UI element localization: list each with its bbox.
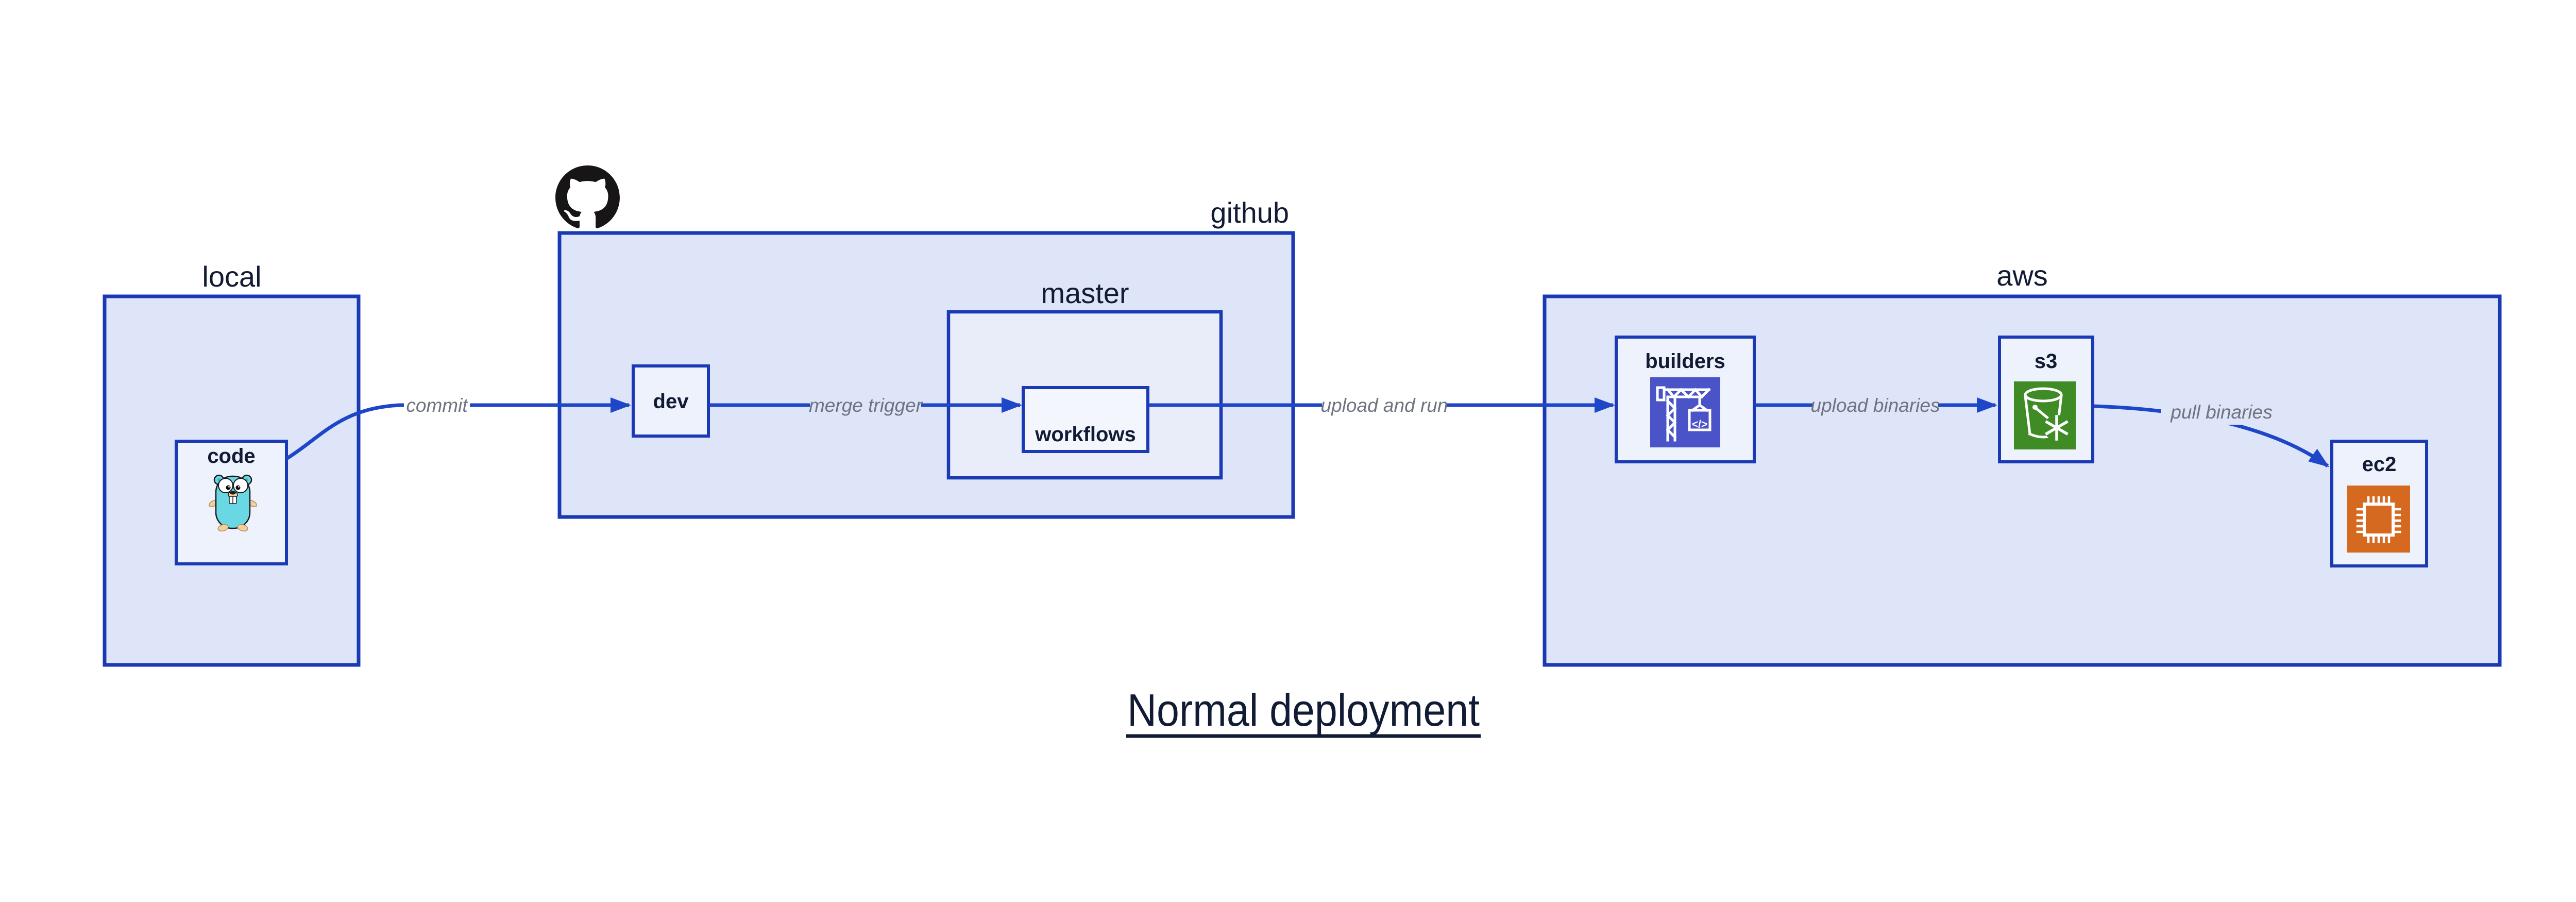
upload-and-run-edge-label: upload and run — [1321, 395, 1448, 416]
workflows-node-box — [1022, 386, 1149, 453]
pull-binaries-edge-label: pull binaries — [2170, 402, 2272, 423]
pull-binaries-label-bg — [2161, 396, 2282, 425]
edge-commit — [285, 397, 631, 460]
github-container-label: github — [1210, 196, 1289, 229]
s3-node-label: s3 — [2035, 350, 2058, 373]
s3-bucket-snowflake-icon — [2014, 381, 2076, 449]
codebuild-crane-icon: </> — [1650, 377, 1720, 447]
upload-and-run-label-bg — [1322, 389, 1447, 419]
github-octocat-icon — [555, 165, 620, 228]
aws-container-label: aws — [1996, 259, 2048, 292]
ec2-chip-icon — [2347, 486, 2410, 553]
diagram-title: Normal deployment — [1127, 684, 1480, 736]
merge-trigger-edge-label: merge trigger — [809, 395, 923, 416]
local-container-label: local — [202, 260, 261, 293]
merge-trigger-label-bg — [810, 389, 921, 419]
go-gopher-icon — [209, 474, 257, 532]
commit-edge-label: commit — [406, 395, 468, 416]
workflows-node-label: workflows — [1035, 423, 1136, 446]
master-container-label: master — [1041, 277, 1129, 309]
upload-binaries-label-bg — [1812, 389, 1938, 419]
code-node-label: code — [207, 445, 255, 467]
builders-node-label: builders — [1645, 350, 1725, 373]
commit-label-bg — [404, 389, 470, 419]
builders-code-glyph: </> — [1692, 419, 1707, 430]
code-node-box — [175, 440, 288, 565]
ec2-node-label: ec2 — [2362, 453, 2397, 476]
dev-node-box — [632, 364, 710, 438]
dev-node-label: dev — [653, 390, 689, 413]
upload-binaries-edge-label: upload binaries — [1811, 395, 1940, 416]
